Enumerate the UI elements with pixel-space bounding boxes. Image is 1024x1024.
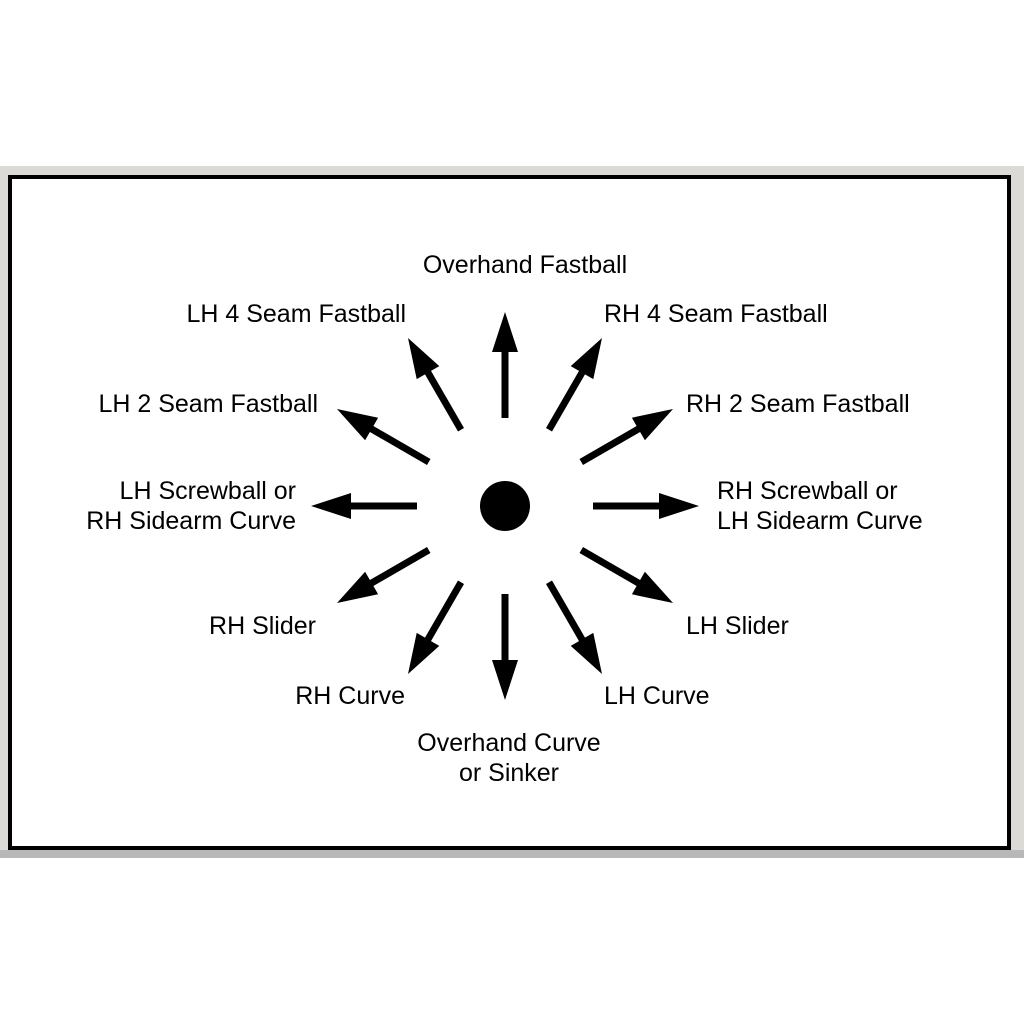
label-lh-curve: LH Curve [604, 682, 710, 710]
arrow-150deg [546, 580, 602, 674]
arrow-0deg [492, 312, 518, 418]
label-lh-4-seam-fastball: LH 4 Seam Fastball [186, 300, 406, 328]
label-rh-4-seam-fastball: RH 4 Seam Fastball [604, 300, 828, 328]
label-lh-slider: LH Slider [686, 612, 789, 640]
arrow-60deg [579, 409, 673, 465]
arrow-180deg [492, 594, 518, 700]
label-rh-2-seam-fastball: RH 2 Seam Fastball [686, 390, 910, 418]
arrow-240deg [337, 547, 431, 603]
arrow-300deg [337, 409, 431, 465]
label-rh-screwball-line1: RH Screwball or [717, 477, 898, 505]
label-overhand-curve-line1: Overhand Curve [417, 729, 600, 757]
ball-center-dot [480, 481, 530, 531]
arrow-210deg [408, 580, 464, 674]
label-lh-screwball-line1: LH Screwball or [120, 477, 296, 505]
label-overhand-fastball: Overhand Fastball [423, 251, 627, 279]
arrow-90deg [593, 493, 699, 519]
label-lh-2-seam-fastball: LH 2 Seam Fastball [98, 390, 318, 418]
label-lh-screwball-line2: RH Sidearm Curve [86, 507, 296, 535]
arrow-330deg [408, 338, 464, 432]
label-rh-screwball-line2: LH Sidearm Curve [717, 507, 923, 535]
arrow-270deg [311, 493, 417, 519]
label-overhand-curve-line2: or Sinker [459, 759, 559, 787]
arrow-30deg [546, 338, 602, 432]
panel-bottom-edge [0, 850, 1024, 858]
arrow-120deg [579, 547, 673, 603]
label-rh-slider: RH Slider [209, 612, 316, 640]
label-rh-curve: RH Curve [295, 682, 405, 710]
